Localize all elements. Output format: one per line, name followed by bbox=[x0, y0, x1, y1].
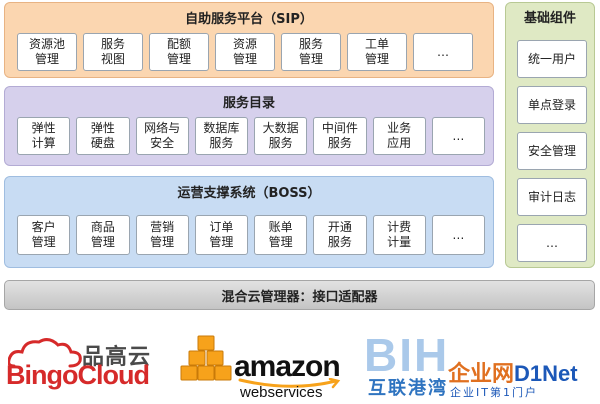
sip-module-service-view: 服务 视图 bbox=[83, 33, 143, 71]
aws-cubes-icon bbox=[180, 335, 232, 381]
svc-module-business-app: 业务 应用 bbox=[372, 117, 426, 155]
d1net-main-blue: D1Net bbox=[514, 361, 578, 386]
hybrid-cloud-manager-bar: 混合云管理器：接口适配器 bbox=[4, 280, 595, 310]
amazon-webservices-text: webservices bbox=[240, 384, 323, 401]
service-catalog-layer: 服务目录 弹性 计算 弹性 硬盘 网络与 安全 数据库 服务 大数据 服务 中间… bbox=[4, 86, 494, 166]
boss-module-order: 订单 管理 bbox=[194, 215, 248, 255]
svc-module-middleware: 中间件 服务 bbox=[313, 117, 367, 155]
svc-module-more: … bbox=[431, 117, 485, 155]
sip-module-quota: 配额 管理 bbox=[149, 33, 209, 71]
boss-modules: 客户 管理 商品 管理 营销 管理 订单 管理 账单 管理 开通 服务 计费 计… bbox=[17, 215, 485, 255]
service-catalog-title: 服务目录 bbox=[222, 96, 275, 111]
basic-module-more: … bbox=[517, 224, 587, 262]
amazon-web-services-logo: amazon webservices bbox=[180, 330, 350, 401]
sip-module-service: 服务 管理 bbox=[281, 33, 341, 71]
sip-module-resource: 资源 管理 bbox=[215, 33, 275, 71]
boss-title: 运营支撑系统（BOSS） bbox=[177, 186, 321, 201]
d1net-watermark: 企业网D1Net 企业IT第1门户 bbox=[448, 356, 598, 402]
basic-module-unified-user: 统一用户 bbox=[517, 40, 587, 78]
boss-module-product: 商品 管理 bbox=[76, 215, 130, 255]
basic-components-list: 统一用户 单点登录 安全管理 审计日志 … bbox=[517, 40, 587, 262]
d1net-slogan: 企业IT第1门户 bbox=[450, 386, 538, 399]
basic-components-panel: 基础组件 统一用户 单点登录 安全管理 审计日志 … bbox=[505, 2, 595, 268]
svc-module-bigdata: 大数据 服务 bbox=[254, 117, 308, 155]
sip-module-ticket: 工单 管理 bbox=[347, 33, 407, 71]
basic-module-sso: 单点登录 bbox=[517, 86, 587, 124]
bih-logo: BIH 互联港湾 bbox=[364, 329, 474, 399]
boss-module-customer: 客户 管理 bbox=[17, 215, 71, 255]
boss-module-billing: 账单 管理 bbox=[254, 215, 308, 255]
d1net-main-orange: 企业网 bbox=[448, 361, 515, 386]
svc-module-database: 数据库 服务 bbox=[194, 117, 248, 155]
amazon-smile-icon bbox=[238, 378, 341, 389]
boss-module-metering: 计费 计量 bbox=[372, 215, 426, 255]
sip-modules: 资源池 管理 服务 视图 配额 管理 资源 管理 服务 管理 工单 管理 … bbox=[17, 33, 485, 71]
svc-module-elastic-compute: 弹性 计算 bbox=[17, 117, 71, 155]
bingocloud-chinese-name: 品高云 bbox=[82, 345, 152, 370]
basic-module-audit-log: 审计日志 bbox=[517, 178, 587, 216]
sip-module-resource-pool: 资源池 管理 bbox=[17, 33, 77, 71]
boss-module-more: … bbox=[431, 215, 485, 255]
svc-module-network-security: 网络与 安全 bbox=[135, 117, 189, 155]
cloud-icon bbox=[8, 338, 82, 368]
bih-mark: BIH bbox=[364, 329, 450, 381]
d1net-main: 企业网D1Net bbox=[448, 356, 578, 388]
boss-layer: 运营支撑系统（BOSS） 客户 管理 商品 管理 营销 管理 订单 管理 账单 … bbox=[4, 176, 494, 268]
service-catalog-modules: 弹性 计算 弹性 硬盘 网络与 安全 数据库 服务 大数据 服务 中间件 服务 … bbox=[17, 117, 485, 155]
basic-components-title: 基础组件 bbox=[523, 11, 576, 26]
amazon-wordmark: amazon bbox=[234, 350, 341, 383]
sip-title: 自助服务平台（SIP） bbox=[185, 12, 313, 27]
bingocloud-logo: 品高云 BingoCloud bbox=[6, 336, 166, 394]
sip-layer: 自助服务平台（SIP） 资源池 管理 服务 视图 配额 管理 资源 管理 服务 … bbox=[4, 2, 494, 78]
boss-module-provisioning: 开通 服务 bbox=[313, 215, 367, 255]
bingocloud-english-name: BingoCloud bbox=[6, 360, 150, 390]
basic-module-security: 安全管理 bbox=[517, 132, 587, 170]
boss-module-marketing: 营销 管理 bbox=[135, 215, 189, 255]
sip-module-more: … bbox=[413, 33, 473, 71]
svc-module-elastic-disk: 弹性 硬盘 bbox=[76, 117, 130, 155]
bih-chinese-name: 互联港湾 bbox=[368, 378, 448, 399]
